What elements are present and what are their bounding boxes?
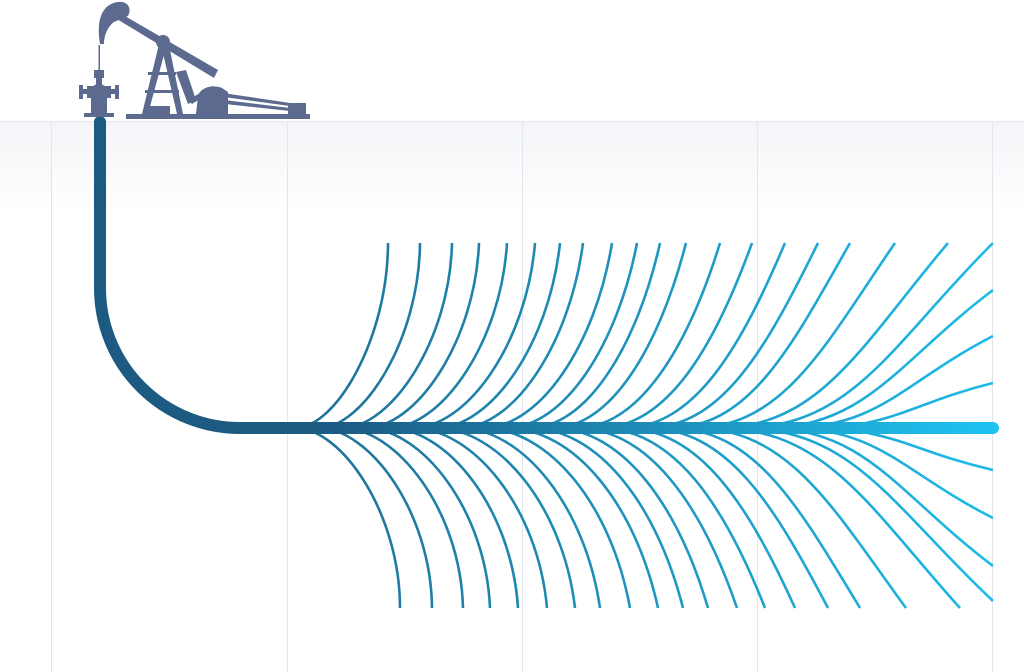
fracture-line-lower (646, 426, 830, 609)
fracture-line-upper (669, 242, 852, 430)
fracture-line-upper (575, 242, 722, 430)
fracture-line-lower (786, 426, 994, 520)
fracture-line-lower (294, 426, 402, 609)
fracture-line-upper (646, 242, 820, 430)
fracture-line-lower (529, 426, 685, 609)
fracture-line-upper (786, 334, 994, 430)
fracture-line-lower (318, 426, 434, 609)
ground-band (0, 122, 1024, 212)
fracture-line-lower (435, 426, 577, 609)
wellbore-path (94, 116, 999, 434)
fracture-line-lower (692, 426, 908, 609)
fracture-line-upper (739, 242, 994, 430)
fracture-line-upper (599, 242, 754, 430)
fracture-line-upper (482, 242, 614, 430)
fracture-line-upper (388, 242, 509, 430)
fracture-line-upper (294, 242, 390, 430)
fracture-line-lower (505, 426, 660, 609)
oil-pump-jack-icon (79, 1, 310, 119)
fracture-line-lower (482, 426, 632, 609)
fracture-line-upper (552, 242, 688, 430)
fracture-line-lower (341, 426, 465, 609)
fracture-line-upper (692, 242, 897, 430)
fracture-line-lower (412, 426, 549, 609)
fracture-line-upper (622, 242, 787, 430)
fracture-line-upper (318, 242, 422, 430)
fracture-line-upper (505, 242, 639, 430)
fracture-line-upper (529, 242, 662, 430)
fracture-line-lower (458, 426, 602, 609)
fracture-line-upper (341, 242, 454, 430)
vertical-grid-lines (51, 122, 993, 672)
fracture-line-upper (365, 242, 481, 430)
wellhead-valve-icon (79, 45, 119, 117)
wellbore-top (94, 122, 106, 130)
